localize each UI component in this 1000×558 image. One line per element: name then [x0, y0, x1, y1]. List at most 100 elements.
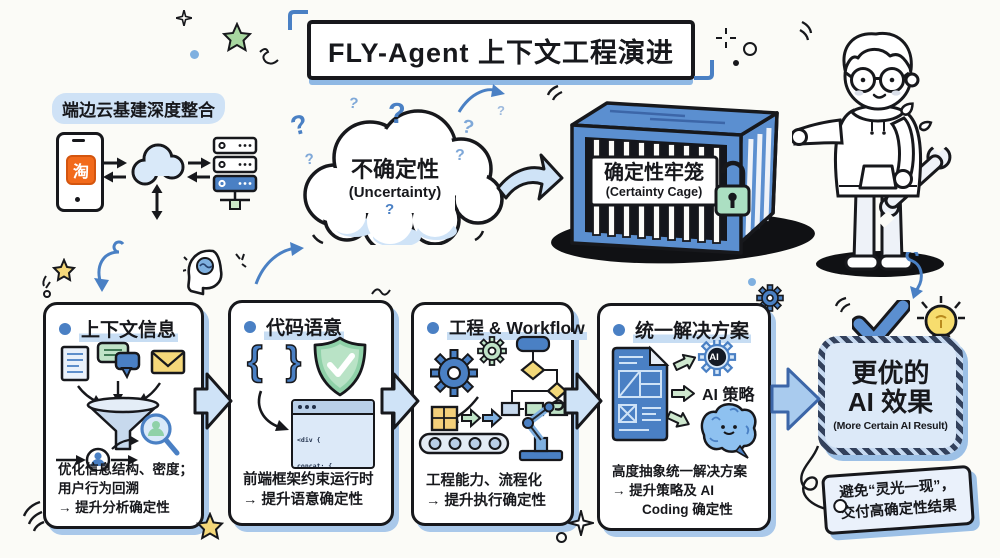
bullet-dot	[244, 320, 256, 333]
thinking-head-icon	[183, 249, 223, 296]
flowchart-icon	[500, 335, 569, 417]
question-mark: ?	[455, 147, 465, 164]
star-icon	[222, 22, 252, 52]
phone-home-button	[75, 197, 80, 202]
gear-icon	[430, 349, 478, 397]
step-box-unified-solution: 统一解决方案	[597, 303, 771, 531]
shield-check-icon	[313, 336, 367, 397]
step4-header: 统一解决方案	[613, 316, 752, 343]
certainty-cage	[570, 101, 779, 255]
flow-arrow-icon	[770, 367, 821, 431]
step3-caption: 工程能力、流程化 → 提升执行确定性	[426, 471, 546, 512]
cage-subtitle: (Certainty Cage)	[605, 185, 703, 200]
phone-icon: 淘	[56, 132, 104, 212]
caption-line: → 提升语意确定性	[243, 492, 364, 509]
droplets-icon	[900, 102, 933, 132]
ai-gear-icon	[697, 340, 737, 377]
step1-title: 上下文信息	[79, 315, 179, 342]
document-icon	[60, 345, 90, 382]
caption-line: 优化信息结构、密度；	[58, 461, 193, 477]
braces-icon: { }	[246, 338, 308, 384]
flow-arrow-icon	[193, 372, 233, 430]
sparkle-icon	[568, 510, 594, 536]
step-box-context-info: 上下文信息	[43, 302, 204, 529]
question-mark: ?	[497, 103, 505, 118]
uncertainty-title: 不确定性	[350, 157, 439, 182]
exchange-arrows-icon	[103, 157, 127, 183]
ai-gear-label: AI	[709, 352, 719, 363]
wireframe-doc-icon	[611, 345, 670, 442]
doodle-arrow-icon	[254, 242, 304, 285]
code-snippet: <div { concat: { code: stveer($], constr…	[293, 415, 373, 469]
phone-speaker	[72, 139, 85, 142]
caption-line: → 提升执行确定性	[426, 493, 547, 510]
motion-lines-icon	[546, 84, 563, 101]
result-line2: AI 效果	[847, 386, 934, 417]
person-figure	[792, 31, 952, 277]
gear-icon	[477, 336, 507, 366]
squiggle-icon	[259, 48, 279, 65]
funnel-icon	[86, 396, 160, 451]
magnifier-user-icon	[140, 413, 180, 456]
motion-lines-icon	[834, 296, 851, 313]
taobao-app-icon: 淘	[66, 155, 96, 185]
padlock-shackle	[720, 160, 746, 186]
step3-title: 工程 & Workflow	[447, 315, 587, 340]
exchange-arrows-icon	[187, 157, 211, 183]
conveyor-icon	[418, 405, 510, 455]
question-mark: ?	[385, 201, 395, 218]
code-window-titlebar	[293, 401, 373, 415]
step1-header: 上下文信息	[59, 315, 179, 342]
corner-bracket-icon	[694, 60, 714, 80]
up-down-arrow-icon	[151, 184, 163, 220]
result-line1: 更优的	[851, 357, 930, 388]
doodle-arrow-icon	[94, 240, 125, 292]
step3-header: 工程 & Workflow	[427, 315, 587, 340]
bullet-dot	[613, 323, 625, 336]
motion-lines-icon	[799, 20, 813, 41]
uncertainty-cloud	[303, 109, 504, 245]
caption-line: → 提升分析确定性	[58, 499, 170, 515]
page-title: FLY-Agent 上下文工程演进	[327, 37, 674, 68]
step4-caption: 高度抽象统一解决方案 → 提升策略及 AI Coding 确定性	[612, 462, 747, 519]
flow-arrow-icon	[380, 372, 420, 430]
sparkle-marks-icon	[235, 253, 247, 268]
squiggle-icon	[371, 288, 391, 296]
caption-line: 工程能力、流程化	[426, 472, 542, 489]
big-arrow-icon	[496, 153, 564, 201]
plus-sparkle-icon	[716, 28, 736, 48]
bullet-dot	[427, 321, 439, 334]
title-banner: FLY-Agent 上下文工程演进	[307, 20, 695, 80]
dot-icon	[748, 278, 756, 286]
cloud-icon	[131, 143, 185, 186]
caption-line: Coding 确定性	[642, 501, 733, 517]
step2-header: 代码语意	[244, 313, 345, 340]
step2-caption: 前端框架约束运行时 → 提升语意确定性	[243, 470, 374, 511]
certainty-cage-label: 确定性牢笼 (Certainty Cage)	[592, 158, 716, 204]
star-icon	[196, 512, 224, 540]
doodle-arrow-icon	[905, 252, 923, 299]
step-box-engineering-workflow: 工程 & Workflow	[411, 302, 587, 526]
caption-line: 前端框架约束运行时	[243, 471, 374, 488]
question-mark: ?	[303, 150, 316, 169]
motion-lines-icon	[22, 500, 45, 532]
taobao-glyph: 淘	[72, 164, 89, 181]
result-subtitle: (More Certain AI Result)	[833, 419, 948, 432]
circle-icon	[743, 42, 757, 56]
code-line: concat: {	[297, 461, 333, 469]
step4-icons	[611, 340, 757, 459]
step-box-code-semantics: 代码语意 { } <div { concat: { code: stveer($…	[228, 300, 394, 526]
result-box-inner: 更优的 AI 效果 (More Certain AI Result)	[825, 343, 956, 448]
green-arrow-icon	[666, 353, 697, 428]
result-box: 更优的 AI 效果 (More Certain AI Result)	[818, 336, 963, 455]
robot-arm-icon	[518, 399, 565, 462]
bullet-dot	[59, 322, 71, 335]
infra-label-text: 端边云基建深度整合	[62, 101, 215, 120]
doodle-arrow-icon	[457, 84, 505, 113]
chat-bubbles-icon	[96, 341, 141, 380]
dot-icon	[733, 60, 739, 66]
circle-icon	[556, 532, 567, 543]
caption-line: 用户行为回溯	[58, 480, 139, 496]
step1-caption: 优化信息结构、密度； 用户行为回溯 → 提升分析确定性	[58, 460, 193, 517]
